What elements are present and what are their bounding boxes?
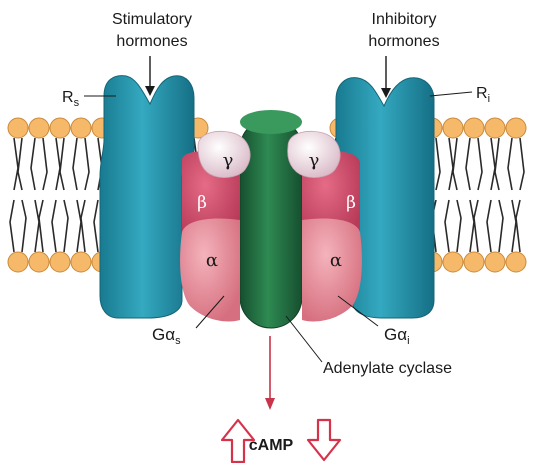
stimulatory-receptor [100, 76, 194, 318]
inhibitory-label-line1: Inhibitory [372, 11, 437, 28]
adenylate-leader-line [286, 316, 322, 362]
lipid-head [8, 252, 28, 272]
gamma-label-left: γ [223, 150, 234, 171]
lipid-tail [508, 138, 524, 190]
camp-label: cAMP [249, 437, 294, 454]
beta-label-left: β [197, 193, 207, 213]
lipid-tail [449, 138, 457, 190]
gamma-label-right: γ [309, 150, 320, 171]
g-protein-stimulatory [180, 131, 250, 321]
alpha-label-left: α [206, 250, 218, 271]
lipid-tail [35, 200, 43, 252]
lipid-head [71, 118, 91, 138]
lipid-tail [73, 138, 89, 190]
lipid-head [8, 118, 28, 138]
lipid-head [50, 252, 70, 272]
gai-label: Gαi [384, 325, 410, 347]
stimulatory-arrow [145, 56, 155, 96]
beta-label-right: β [346, 193, 356, 213]
lipid-head [506, 118, 526, 138]
stimulatory-label-line2: hormones [116, 33, 187, 50]
lipid-tail [466, 138, 482, 190]
lipid-tail [31, 138, 47, 190]
lipid-head [71, 252, 91, 272]
lipid-head [506, 252, 526, 272]
camp-production-arrow [265, 336, 275, 410]
camp-decrease-arrow-icon [308, 420, 340, 460]
lipid-tail [445, 200, 461, 252]
ri-label: Ri [476, 85, 490, 105]
gas-label: Gαs [152, 325, 181, 347]
rs-label: Rs [62, 89, 80, 109]
stimulatory-label-line1: Stimulatory [112, 11, 192, 28]
lipid-head [464, 252, 484, 272]
ri-leader-line [430, 92, 472, 96]
lipid-head [485, 252, 505, 272]
lipid-head [464, 118, 484, 138]
lipid-tail [512, 200, 520, 252]
adenylate-cyclase-label: Adenylate cyclase [323, 360, 452, 377]
lipid-tail [10, 200, 26, 252]
lipid-tail [14, 138, 22, 190]
lipid-head [29, 252, 49, 272]
lipid-tail [470, 200, 478, 252]
inhibitory-arrow [381, 56, 391, 98]
lipid-head [443, 118, 463, 138]
lipid-tail [52, 200, 68, 252]
lipid-head [50, 118, 70, 138]
lipid-head [485, 118, 505, 138]
inhibitory-label-line2: hormones [368, 33, 439, 50]
lipid-tail [56, 138, 64, 190]
lipid-tail [77, 200, 85, 252]
lipid-head [443, 252, 463, 272]
lipid-tail [487, 200, 503, 252]
lipid-tail [491, 138, 499, 190]
lipid-head [29, 118, 49, 138]
alpha-label-right: α [330, 250, 342, 271]
